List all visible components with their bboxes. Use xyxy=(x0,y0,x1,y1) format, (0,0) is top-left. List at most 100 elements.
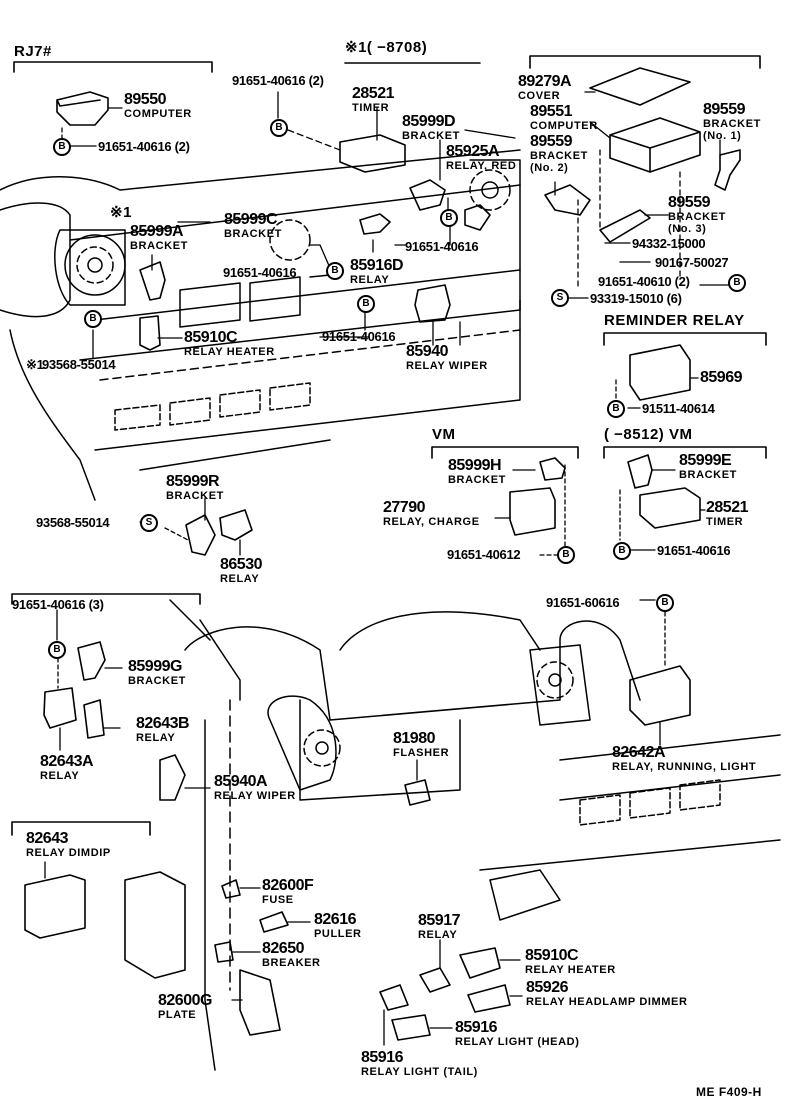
fastener-label-90167: 90167-50027 xyxy=(655,255,729,270)
part-86530-relay xyxy=(219,509,253,541)
group-label-note1: ※1( −8708) xyxy=(345,39,428,56)
fastener-label-mid2: 91651-40616 xyxy=(405,239,479,254)
fastener-label-91651-60616: 91651-60616 xyxy=(546,595,620,610)
fastener-label-top: 91651-40616 (2) xyxy=(232,73,324,88)
group-label-note1-mark: ※1 xyxy=(110,204,132,221)
bolt-symbol: B xyxy=(270,119,288,137)
bolt-symbol: B xyxy=(84,310,102,328)
bolt-symbol: B xyxy=(53,138,71,156)
bolt-symbol: B xyxy=(656,594,674,612)
part-28521-timer-vm xyxy=(639,487,701,529)
part-85916-relay-light-tail xyxy=(379,984,409,1011)
part-82643a-relay xyxy=(43,687,77,729)
part-89279a-cover xyxy=(589,67,691,106)
group-bracket-top-right xyxy=(529,55,761,69)
group-bracket-rj7 xyxy=(13,61,213,73)
figure-code: ME F409-H xyxy=(696,1085,762,1099)
group-bracket-vm8512 xyxy=(603,446,767,459)
part-85999r-bracket xyxy=(185,514,216,556)
group-bracket-reminder xyxy=(603,332,767,346)
part-85969-reminder-relay xyxy=(629,344,691,401)
part-89559-bracket-3 xyxy=(599,209,651,243)
group-label-rj7: RJ7# xyxy=(14,43,52,60)
part-82616-puller xyxy=(259,911,289,933)
part-85940a-relay-wiper xyxy=(159,754,186,801)
part-82600g-plate xyxy=(239,969,281,1036)
bolt-symbol: B xyxy=(728,274,746,292)
part-81980-flasher xyxy=(404,779,431,806)
leader-lines xyxy=(44,91,729,1046)
part-28521-timer xyxy=(339,134,406,173)
fastener-label-mid3: 91651-40616 xyxy=(322,329,396,344)
part-82642a-relay-running-light xyxy=(629,665,691,726)
screw-symbol: S xyxy=(551,289,569,307)
part-82643-relay-dimdip xyxy=(24,874,86,939)
fastener-label-93568-top: 93568-55014 xyxy=(42,357,116,372)
part-82600f-fuse xyxy=(221,879,241,899)
fastener-label-93568-mid: 93568-55014 xyxy=(36,515,110,530)
fastener-label-mid1: 91651-40616 xyxy=(223,265,297,280)
bolt-symbol: B xyxy=(48,641,66,659)
group-bracket-dimdip xyxy=(11,821,151,836)
fastener-label-91511: 91511-40614 xyxy=(642,401,715,416)
part-label-85969: 85969 xyxy=(700,369,743,386)
part-82643b-relay xyxy=(83,699,105,739)
fastener-label-94332: 94332-15000 xyxy=(632,236,706,251)
bolt-symbol: B xyxy=(357,295,375,313)
bolt-symbol: B xyxy=(440,209,458,227)
fastener-label-91651-40610: 91651-40610 (2) xyxy=(598,274,690,289)
fastener-label-91651-40612: 91651-40612 xyxy=(447,547,521,562)
part-85999a-bracket xyxy=(139,261,166,301)
group-bracket-lower-left xyxy=(11,593,201,605)
part-89551-computer xyxy=(609,117,701,173)
fastener-label-vm: 91651-40616 xyxy=(657,543,731,558)
part-85910c-relay-heater xyxy=(139,315,161,351)
group-label-reminder-relay: REMINDER RELAY xyxy=(604,312,745,329)
part-85917-relay xyxy=(419,967,451,993)
bolt-symbol: B xyxy=(613,542,631,560)
part-89559-bracket-2 xyxy=(544,184,591,216)
note1-reference-mark: ※1 xyxy=(26,357,44,372)
part-85940-relay-wiper xyxy=(414,284,451,323)
part-82650-breaker xyxy=(214,941,234,963)
part-control-box xyxy=(124,871,186,979)
upper-dashboard xyxy=(0,149,521,501)
group-label-vm: VM xyxy=(432,426,456,443)
part-27790-relay-charge xyxy=(509,487,556,536)
part-89559-bracket-1 xyxy=(714,149,741,191)
fastener-label-89550: 91651-40616 (2) xyxy=(98,139,190,154)
part-85999h-bracket xyxy=(539,457,566,481)
bolt-symbol: B xyxy=(607,400,625,418)
group-label-vm-8512: ( −8512) VM xyxy=(604,426,693,443)
